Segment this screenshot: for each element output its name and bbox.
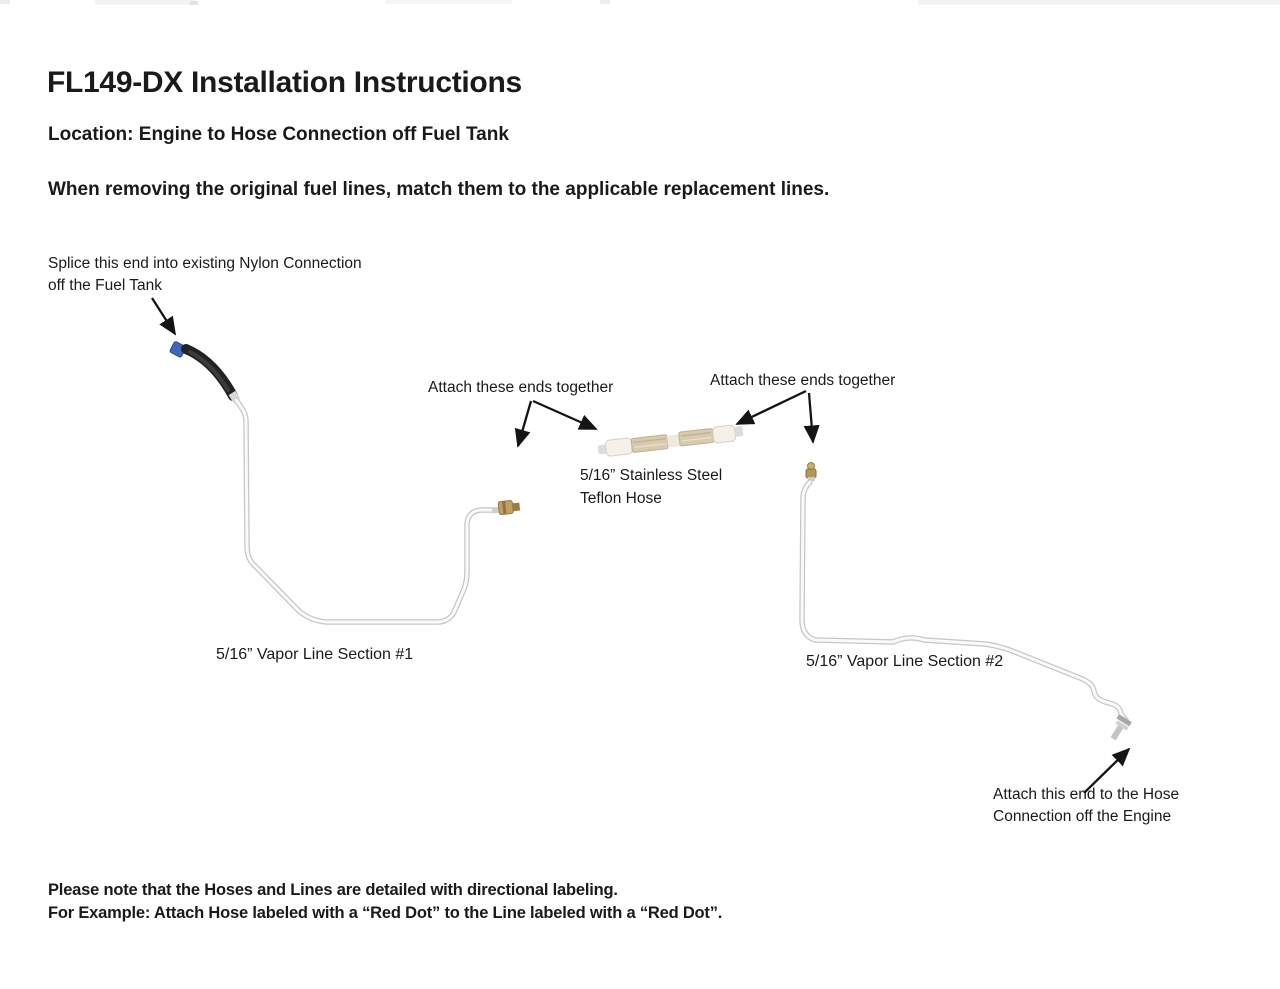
vapor-line-2-label: 5/16” Vapor Line Section #2 <box>806 653 1004 670</box>
brass-fitting-line2-top <box>805 462 817 481</box>
location-line: Location: Engine to Hose Connection off … <box>48 124 509 145</box>
scan-artifact-bar <box>95 0 195 5</box>
footer-note-2: For Example: Attach Hose labeled with a … <box>48 904 723 922</box>
engine-note: Attach this end to the Hose Connection o… <box>993 784 1179 828</box>
splice-arrow <box>151 297 176 336</box>
hose-label-line1: 5/16” Stainless Steel <box>580 467 723 484</box>
splice-note: Splice this end into existing Nylon Conn… <box>48 253 362 297</box>
attach-right-arrow-down <box>803 392 820 444</box>
line2-end-fitting <box>1110 714 1132 741</box>
vapor-line-1-label: 5/16” Vapor Line Section #1 <box>216 646 414 663</box>
engine-arrow <box>1083 747 1131 794</box>
splice-connector <box>169 341 241 404</box>
page-title: FL149-DX Installation Instructions <box>47 66 522 99</box>
attach-right-label: Attach these ends together <box>710 372 896 389</box>
footer-note-1: Please note that the Hoses and Lines are… <box>48 881 618 899</box>
engine-note-line2: Connection off the Engine <box>993 808 1172 825</box>
vapor-line-2 <box>799 479 1132 741</box>
vapor-line-1 <box>233 397 496 625</box>
instruction-line: When removing the original fuel lines, m… <box>48 179 830 200</box>
scan-artifact-bar <box>918 0 1280 5</box>
hose-label: 5/16” Stainless Steel Teflon Hose <box>580 464 722 510</box>
scan-artifact-bar <box>385 0 512 4</box>
hose-label-line2: Teflon Hose <box>580 490 662 507</box>
brass-fitting-line1 <box>491 500 521 516</box>
teflon-hose <box>597 424 744 457</box>
engine-note-line1: Attach this end to the Hose <box>993 786 1180 803</box>
splice-note-line1: Splice this end into existing Nylon Conn… <box>48 255 362 272</box>
attach-left-arrow-to-hose <box>532 399 598 431</box>
attach-left-label: Attach these ends together <box>428 379 614 396</box>
attach-left-arrow-down <box>514 400 533 448</box>
footer-notes: Please note that the Hoses and Lines are… <box>48 879 722 925</box>
scan-artifact-bar <box>0 0 10 4</box>
splice-note-line2: off the Fuel Tank <box>48 277 163 294</box>
scan-artifact-bar <box>600 0 610 4</box>
scan-artifact-bar <box>190 1 198 5</box>
attach-right-arrow-to-hose <box>735 389 807 426</box>
